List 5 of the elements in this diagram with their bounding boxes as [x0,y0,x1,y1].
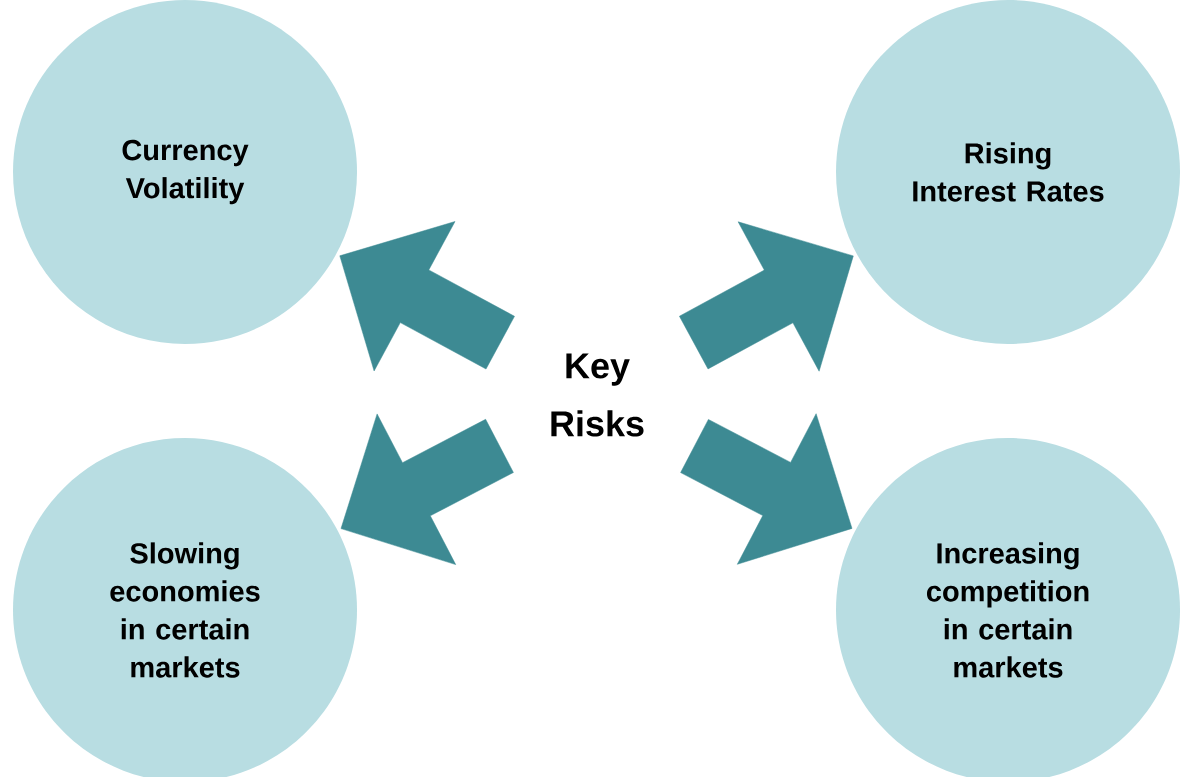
block-arrow [340,413,514,565]
block-arrow [339,221,515,372]
block-arrow [679,221,854,372]
block-arrow [680,413,853,565]
center-label: Key Risks [551,353,644,437]
